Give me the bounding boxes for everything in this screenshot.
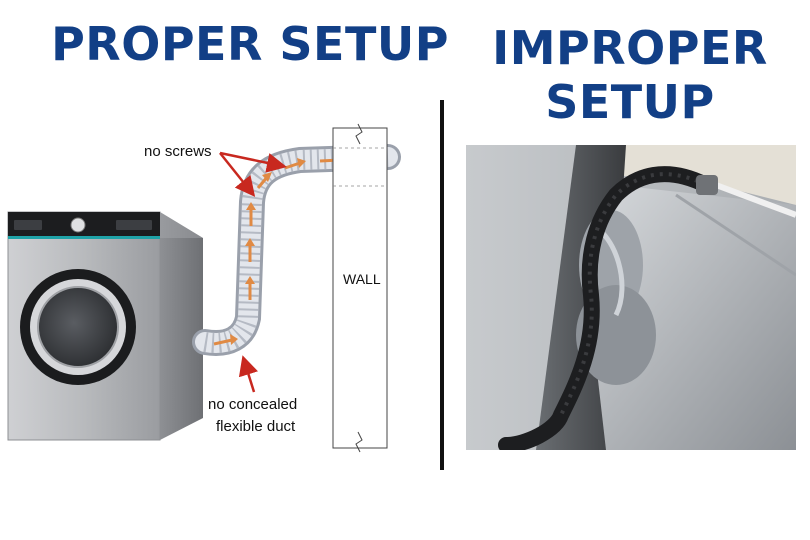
improper-setup-title: IMPROPER SETUP [470, 21, 790, 129]
proper-setup-title: PROPER SETUP [51, 17, 449, 71]
improper-setup-photo [466, 145, 796, 450]
no-screws-label: no screws [144, 143, 212, 160]
dryer-illustration [7, 211, 203, 441]
annotation-arrows [219, 151, 287, 393]
no-concealed-label-line1: no concealed [208, 396, 298, 413]
wall-label: WALL [343, 271, 381, 287]
improper-title-line1: IMPROPER [492, 21, 768, 75]
panel-divider [440, 100, 444, 470]
no-concealed-label-line2: flexible duct [216, 418, 296, 435]
wall-section [332, 123, 388, 453]
improper-title-line2: SETUP [545, 75, 715, 129]
